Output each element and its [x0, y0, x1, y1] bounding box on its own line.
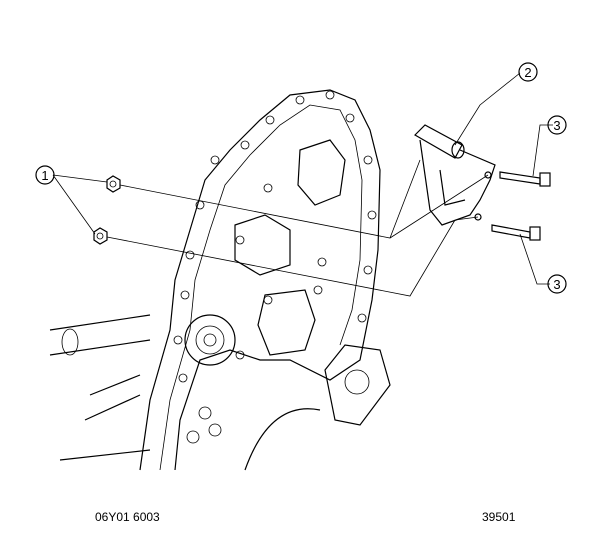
figure-number: 39501 [482, 510, 516, 524]
bolt-upper [499, 171, 551, 187]
cover-window-lower [257, 289, 316, 356]
svg-text:3: 3 [553, 118, 560, 133]
figure-code: 06Y01 6003 [95, 510, 160, 524]
cover-window-middle [234, 214, 291, 276]
nut-lower [93, 227, 108, 245]
small-fitting [186, 406, 222, 444]
callout-1: 1 [35, 165, 55, 185]
callout-3-upper: 3 [547, 115, 567, 135]
nut-upper [106, 175, 121, 193]
svg-text:3: 3 [553, 277, 560, 292]
water-pump-pulley [184, 314, 236, 366]
bracket [414, 124, 496, 226]
cover-bolts [173, 90, 377, 383]
callout-2: 2 [518, 62, 538, 82]
cover-window-upper [297, 139, 346, 206]
svg-text:2: 2 [524, 65, 531, 80]
svg-text:1: 1 [41, 168, 48, 183]
bolt-lower [491, 224, 541, 241]
water-outlet-plate [324, 344, 391, 426]
timing-cover [139, 89, 381, 471]
callout-3-lower: 3 [547, 274, 567, 294]
crankshaft-stub [49, 314, 151, 461]
